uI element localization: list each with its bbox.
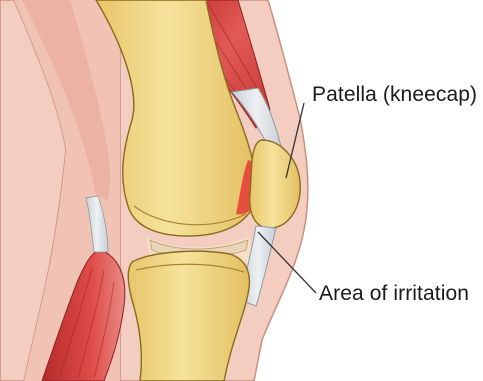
patella-label: Patella (kneecap): [312, 83, 477, 107]
irritation-label: Area of irritation: [319, 282, 469, 306]
